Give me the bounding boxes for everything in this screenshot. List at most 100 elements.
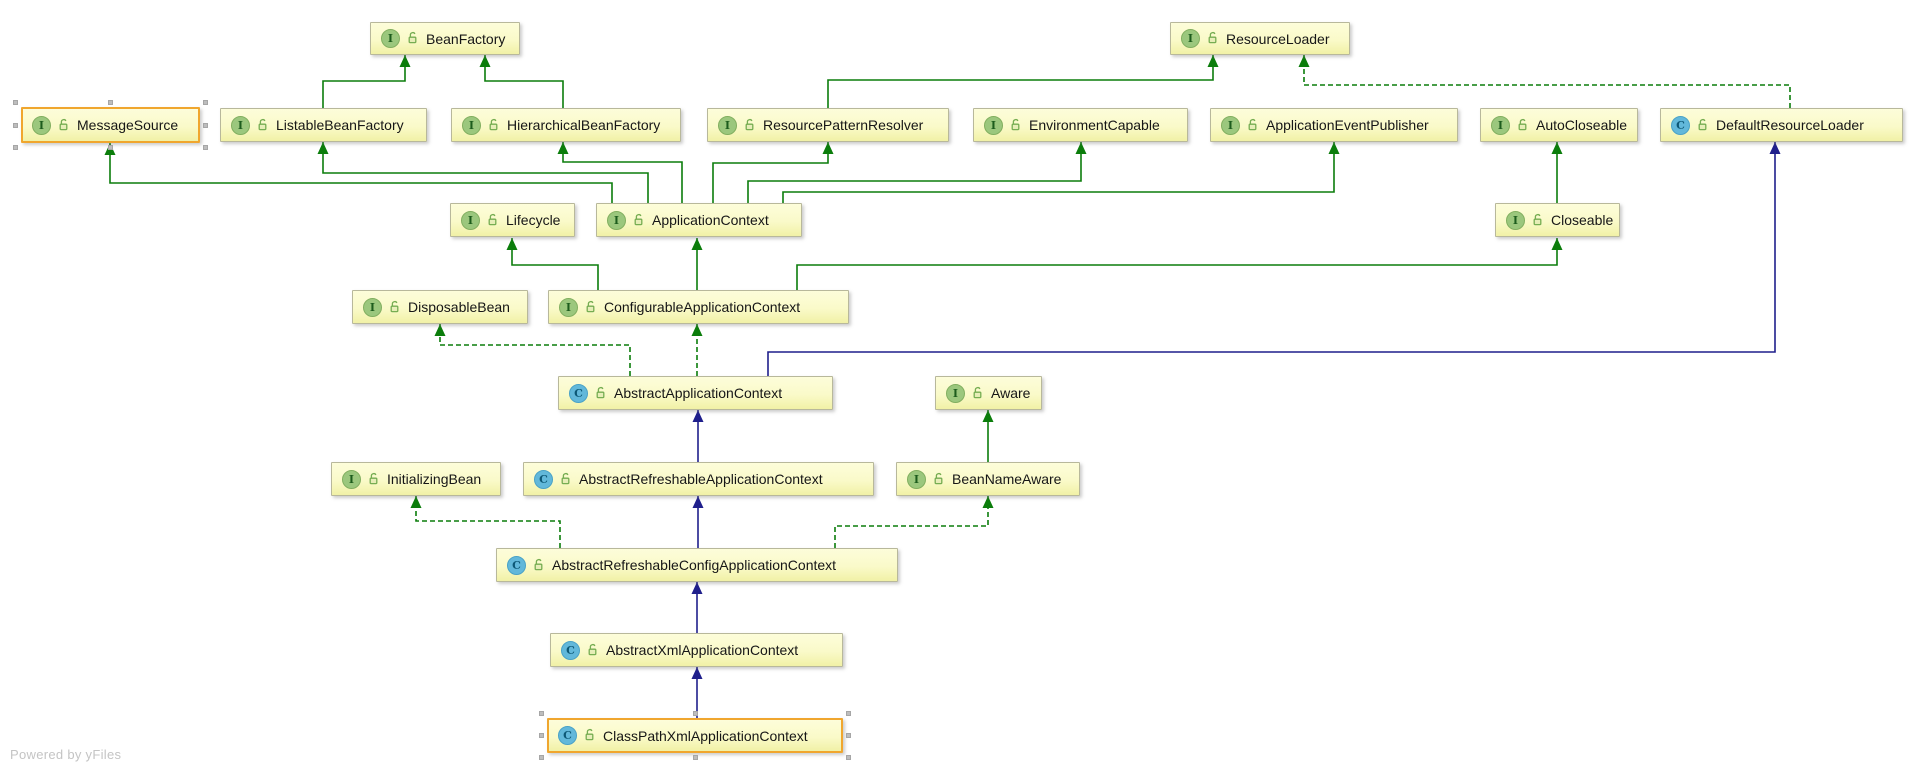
- open-lock-icon: [587, 643, 599, 656]
- node-label: HierarchicalBeanFactory: [507, 117, 661, 133]
- node-abstract-application-context[interactable]: C AbstractApplicationContext: [558, 376, 833, 410]
- class-icon: C: [569, 383, 588, 403]
- node-configurable-application-context[interactable]: I ConfigurableApplicationContext: [548, 290, 849, 324]
- selection-handle[interactable]: [539, 711, 544, 716]
- selection-handle[interactable]: [13, 100, 18, 105]
- edge-application-context--extends-interface--resource-pattern-resolver[interactable]: [712, 142, 829, 203]
- arrowhead-icon: [1075, 142, 1087, 154]
- arrowhead-icon: [557, 142, 569, 154]
- selection-handle[interactable]: [846, 711, 851, 716]
- edge-configurable-application-context--extends-interface--lifecycle[interactable]: [511, 238, 599, 290]
- selection-handle[interactable]: [108, 145, 113, 150]
- arrowhead-icon: [410, 496, 422, 508]
- interface-icon: I: [559, 297, 578, 317]
- interface-icon: I: [381, 29, 400, 48]
- selection-handle[interactable]: [13, 145, 18, 150]
- edge-abstract-refreshable-config-application-context--implements--bean-name-aware[interactable]: [834, 496, 989, 548]
- edge-abstract-application-context--implements--disposable-bean[interactable]: [439, 324, 631, 376]
- arrowhead-icon: [1298, 55, 1310, 67]
- selection-handle[interactable]: [692, 711, 698, 716]
- open-lock-icon: [1010, 118, 1022, 131]
- selection-handle[interactable]: [692, 755, 698, 760]
- open-lock-icon: [257, 118, 269, 131]
- node-label: AbstractApplicationContext: [614, 385, 783, 401]
- selection-handle[interactable]: [203, 100, 208, 105]
- node-bean-factory[interactable]: I BeanFactory: [370, 22, 520, 55]
- interface-icon: I: [461, 210, 480, 230]
- node-label: ListableBeanFactory: [276, 117, 404, 133]
- node-label: BeanFactory: [426, 30, 506, 47]
- edge-hierarchical-bean-factory--extends-interface--bean-factory[interactable]: [484, 55, 564, 108]
- class-icon: C: [558, 726, 577, 745]
- node-label: ResourceLoader: [1226, 30, 1330, 47]
- arrowhead-icon: [691, 238, 703, 250]
- arrowhead-icon: [1769, 142, 1781, 154]
- arrowhead-icon: [982, 410, 994, 422]
- arrowhead-icon: [1551, 238, 1563, 250]
- node-label: Closeable: [1551, 212, 1614, 228]
- node-label: DisposableBean: [408, 299, 510, 315]
- node-label: ConfigurableApplicationContext: [604, 299, 801, 315]
- edge-application-context--extends-interface--listable-bean-factory[interactable]: [322, 142, 649, 203]
- selection-handle[interactable]: [846, 733, 851, 738]
- edge-default-resource-loader--implements--resource-loader[interactable]: [1303, 55, 1791, 108]
- selection-handle[interactable]: [203, 122, 208, 128]
- node-label: InitializingBean: [387, 471, 482, 487]
- interface-icon: I: [946, 383, 965, 403]
- open-lock-icon: [584, 728, 596, 741]
- edge-abstract-refreshable-config-application-context--implements--initializing-bean[interactable]: [415, 496, 561, 548]
- yfiles-watermark: Powered by yFiles: [10, 747, 122, 762]
- selection-handle[interactable]: [539, 755, 544, 760]
- selection-handle[interactable]: [13, 122, 18, 128]
- node-class-path-xml-application-context[interactable]: C ClassPathXmlApplicationContext: [547, 718, 843, 753]
- arrowhead-icon: [692, 496, 704, 508]
- interface-icon: I: [1221, 115, 1240, 135]
- edge-application-context--extends-interface--message-source[interactable]: [109, 143, 613, 203]
- edge-configurable-application-context--extends-interface--closeable[interactable]: [796, 238, 1558, 290]
- open-lock-icon: [1207, 31, 1219, 44]
- selection-handle[interactable]: [846, 755, 851, 760]
- edge-application-context--extends-interface--application-event-publisher[interactable]: [782, 142, 1335, 203]
- interface-icon: I: [607, 210, 626, 230]
- edge-listable-bean-factory--extends-interface--bean-factory[interactable]: [322, 55, 406, 108]
- open-lock-icon: [389, 300, 401, 313]
- interface-icon: I: [1491, 115, 1510, 135]
- node-label: ClassPathXmlApplicationContext: [603, 727, 808, 744]
- edge-resource-pattern-resolver--extends-interface--resource-loader[interactable]: [827, 55, 1214, 108]
- open-lock-icon: [1517, 118, 1529, 131]
- node-auto-closeable[interactable]: I AutoCloseable: [1480, 108, 1638, 142]
- open-lock-icon: [933, 472, 945, 485]
- interface-icon: I: [984, 115, 1003, 135]
- open-lock-icon: [487, 213, 499, 226]
- class-icon: C: [534, 469, 553, 489]
- edge-abstract-application-context--extends-class--default-resource-loader[interactable]: [767, 142, 1776, 376]
- selection-handle[interactable]: [539, 733, 544, 738]
- node-label: AutoCloseable: [1536, 117, 1628, 133]
- selection-handle[interactable]: [108, 100, 113, 105]
- node-label: MessageSource: [77, 117, 179, 133]
- open-lock-icon: [533, 558, 545, 571]
- selection-handle[interactable]: [203, 145, 208, 150]
- edge-application-context--extends-interface--environment-capable[interactable]: [747, 142, 1082, 203]
- interface-icon: I: [718, 115, 737, 135]
